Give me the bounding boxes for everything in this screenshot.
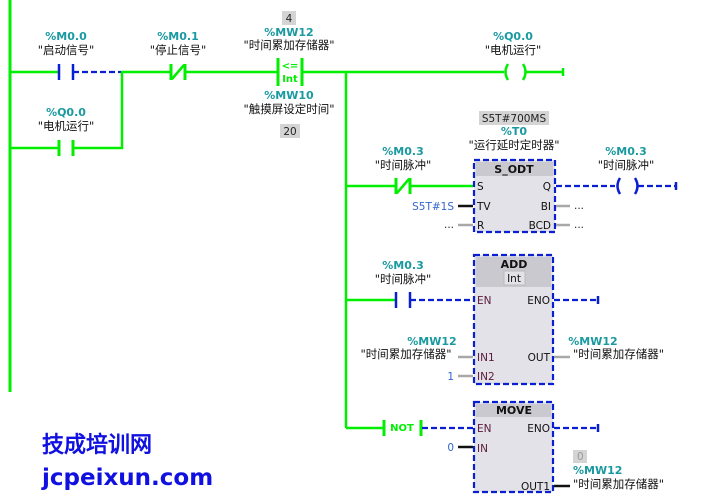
stop-contact-symbol: "停止信号"	[150, 43, 207, 57]
compare-in1-address: %MW12	[264, 26, 313, 39]
move-out-symbol: "时间累加存储器"	[573, 477, 664, 491]
move-out-live-value: 0	[577, 451, 584, 463]
hold-contact-symbol: "电机运行"	[38, 119, 95, 133]
timer-contact-symbol: "时间脉冲"	[375, 158, 432, 172]
move-pin-in: IN	[477, 443, 488, 455]
start-contact[interactable]	[57, 64, 75, 80]
not-label: NOT	[390, 423, 414, 434]
timer-bi-value: ...	[574, 200, 584, 212]
wire	[73, 72, 124, 150]
timer-pin-bcd: BCD	[529, 220, 551, 232]
add-in2-value: 1	[447, 371, 454, 383]
timer-block-title: S_ODT	[494, 163, 534, 176]
timer-coil-address: %M0.3	[605, 145, 646, 158]
add-pin-eno: ENO	[527, 295, 550, 307]
start-contact-address: %M0.0	[45, 30, 87, 43]
add-contact-address: %M0.3	[382, 259, 423, 272]
compare-in1-live-value: 4	[286, 13, 293, 25]
timer-bcd-value: ...	[574, 219, 584, 231]
timer-pulse-nc-contact[interactable]	[394, 178, 412, 194]
compare-le-int[interactable]: <= Int	[276, 58, 304, 86]
not-contact[interactable]: NOT	[382, 420, 423, 436]
move-pin-out1: OUT1	[521, 481, 550, 493]
timer-pin-tv: TV	[476, 201, 491, 213]
compare-in1-symbol: "时间累加存储器"	[243, 38, 334, 52]
add-in1-symbol: "时间累加存储器"	[360, 347, 451, 361]
add-pin-out: OUT	[528, 352, 551, 364]
timer-tv-value: S5T#1S	[412, 201, 454, 213]
stop-contact-address: %M0.1	[157, 30, 198, 43]
compare-in2-symbol: "触摸屏设定时间"	[243, 102, 334, 116]
timer-r-value: ...	[444, 219, 454, 231]
watermark-url: jcpeixun.com	[41, 465, 213, 491]
add-datatype: Int	[507, 273, 521, 285]
add-pin-in2: IN2	[477, 371, 495, 383]
compare-datatype: Int	[282, 74, 298, 85]
add-datatype-box[interactable]	[503, 270, 526, 286]
move-in-value: 0	[447, 442, 454, 454]
timer-symbol: "运行延时定时器"	[468, 138, 559, 152]
move-block[interactable]: MOVE EN ENO IN OUT1	[472, 400, 555, 494]
timer-pin-r: R	[477, 220, 484, 232]
hold-contact[interactable]	[57, 140, 75, 156]
compare-in2-address: %MW10	[264, 89, 314, 102]
add-enable-contact[interactable]	[394, 292, 412, 308]
motor-coil-symbol: "电机运行"	[485, 43, 542, 57]
add-pin-in1: IN1	[477, 352, 495, 364]
move-block-title: MOVE	[496, 404, 532, 417]
motor-coil[interactable]	[504, 63, 527, 81]
hold-contact-address: %Q0.0	[46, 106, 86, 119]
add-out-address: %MW12	[568, 335, 617, 348]
move-out-value-box	[573, 450, 587, 463]
timer-pin-s: S	[477, 181, 484, 193]
add-block-title: ADD	[501, 258, 528, 271]
move-pin-eno: ENO	[527, 423, 550, 435]
compare-in2-value-box	[280, 124, 300, 138]
timer-contact-address: %M0.3	[382, 145, 423, 158]
add-contact-symbol: "时间脉冲"	[375, 272, 432, 286]
timer-pulse-coil[interactable]	[616, 177, 639, 195]
add-pin-en: EN	[477, 295, 492, 307]
move-pin-en: EN	[477, 423, 492, 435]
timer-coil-symbol: "时间脉冲"	[598, 158, 655, 172]
compare-operator: <=	[282, 61, 299, 72]
timer-address: %T0	[501, 125, 528, 138]
timer-pin-bi: BI	[541, 201, 551, 213]
add-block[interactable]: ADD Int EN ENO IN1 IN2 OUT	[472, 253, 555, 386]
timer-value-box	[479, 111, 549, 125]
start-contact-symbol: "启动信号"	[38, 43, 95, 57]
watermark-title: 技成培训网	[42, 432, 152, 458]
compare-in1-value-box	[282, 11, 296, 25]
timer-block-s-odt[interactable]: S_ODT S TV R Q BI BCD	[472, 158, 557, 234]
add-out-symbol: "时间累加存储器"	[573, 347, 664, 361]
timer-live-value: S5T#700MS	[482, 113, 547, 125]
motor-coil-address: %Q0.0	[493, 30, 533, 43]
add-in1-address: %MW12	[407, 335, 456, 348]
stop-contact[interactable]	[169, 64, 187, 80]
compare-in2-live-value: 20	[283, 126, 296, 138]
timer-pin-q: Q	[543, 181, 551, 193]
move-out-address: %MW12	[573, 464, 622, 477]
